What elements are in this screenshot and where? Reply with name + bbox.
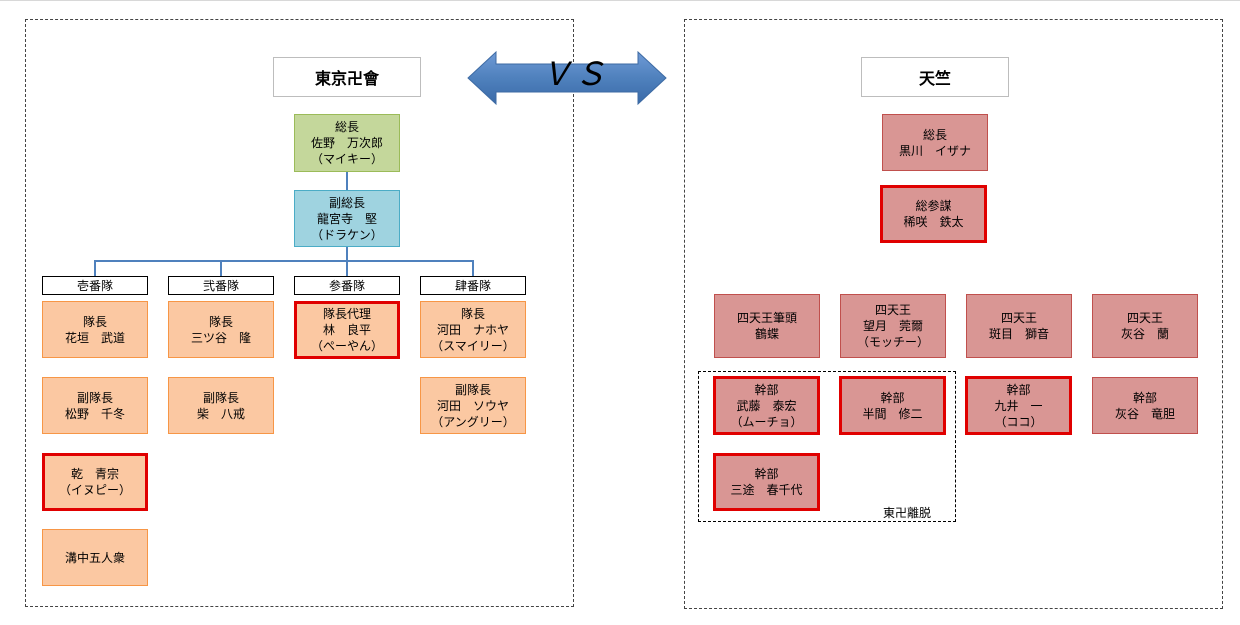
vs-label: ＶＳ (540, 55, 609, 93)
node-shitenno-ran: 四天王 灰谷 蘭 (1092, 294, 1198, 358)
node-label: 幹部 九井 一 （ココ） (994, 382, 1043, 429)
node-d4-vice: 副隊長 河田 ソウヤ （アングリー） (420, 377, 526, 434)
node-d2-vice: 副隊長 柴 八戒 (168, 377, 274, 434)
node-label: 隊長 河田 ナホヤ （スマイリー） (431, 306, 515, 353)
node-label: 溝中五人衆 (64, 550, 125, 565)
tenjiku-panel (684, 19, 1223, 609)
node-kanbu-koko: 幹部 九井 一 （ココ） (965, 376, 1072, 435)
node-kanbu-hanma: 幹部 半間 修二 (839, 376, 946, 435)
node-shitenno-mochi: 四天王 望月 莞爾 （モッチー） (840, 294, 946, 358)
node-label: 副隊長 河田 ソウヤ （アングリー） (431, 382, 515, 429)
node-kanbu-mucho: 幹部 武藤 泰宏 （ムーチョ） (713, 376, 820, 435)
node-label: 四天王 望月 莞爾 （モッチー） (856, 303, 929, 349)
node-label: 副隊長 松野 千冬 (64, 390, 125, 421)
node-d1-inupi: 乾 青宗 （イヌピー） (42, 453, 148, 511)
node-d2-captain: 隊長 三ツ谷 隆 (168, 301, 274, 358)
node-kisaki: 総参謀 稀咲 鉄太 (880, 185, 987, 243)
node-label: 幹部 半間 修二 (862, 390, 923, 421)
connector-bus (94, 260, 473, 262)
connector-sousho-fuku (346, 172, 348, 191)
node-label: 隊長 三ツ谷 隆 (190, 314, 251, 345)
node-label: 隊長 花垣 武道 (64, 314, 125, 345)
tenjiku-title: 天竺 (861, 57, 1009, 97)
connector-drop-3 (346, 260, 348, 276)
node-label: 四天王筆頭 鶴蝶 (736, 311, 797, 341)
connector-drop-4 (472, 260, 474, 276)
group-label: 東卍離脱 (881, 505, 934, 521)
node-label: 総長 佐野 万次郎 （マイキー） (310, 120, 383, 166)
node-label: 総長 黒川 イザナ (898, 127, 971, 158)
node-sousho-mikey: 総長 佐野 万次郎 （マイキー） (294, 114, 400, 172)
tokyo-manji-title: 東京卍會 (273, 57, 421, 97)
node-d1-vice: 副隊長 松野 千冬 (42, 377, 148, 434)
node-label: 幹部 三途 春千代 (730, 467, 803, 497)
connector-fuku-bus (346, 246, 348, 261)
division-header-4: 肆番隊 (420, 276, 526, 295)
node-shitenno-kakucho: 四天王筆頭 鶴蝶 (714, 294, 820, 358)
node-izana: 総長 黒川 イザナ (882, 114, 988, 171)
node-d4-captain: 隊長 河田 ナホヤ （スマイリー） (420, 301, 526, 358)
node-d1-mizochu: 溝中五人衆 (42, 529, 148, 586)
node-label: 幹部 武藤 泰宏 （ムーチョ） (730, 382, 803, 429)
node-label: 隊長代理 林 良平 （ぺーやん） (310, 307, 383, 353)
node-kanbu-sanzu: 幹部 三途 春千代 (713, 453, 820, 511)
division-header-3: 参番隊 (294, 276, 400, 295)
node-label: 総参謀 稀咲 鉄太 (903, 199, 964, 229)
node-fuku-sousho-draken: 副総長 龍宮寺 堅 （ドラケン） (294, 190, 400, 247)
node-d1-captain: 隊長 花垣 武道 (42, 301, 148, 358)
tokyo-manji-panel (25, 19, 574, 607)
node-label: 四天王 灰谷 蘭 (1120, 311, 1169, 341)
node-label: 四天王 斑目 獅音 (988, 311, 1049, 341)
tomanso-defector-group (698, 371, 956, 522)
division-header-2: 弐番隊 (168, 276, 274, 295)
node-label: 幹部 灰谷 竜胆 (1114, 390, 1175, 421)
connector-drop-1 (94, 260, 96, 276)
node-kanbu-rindo: 幹部 灰谷 竜胆 (1092, 377, 1198, 434)
node-label: 乾 青宗 （イヌピー） (58, 467, 131, 497)
connector-drop-2 (220, 260, 222, 276)
top-border (0, 0, 1240, 1)
node-d3-captain: 隊長代理 林 良平 （ぺーやん） (294, 301, 400, 359)
double-arrow-icon (467, 50, 667, 106)
node-shitenno-madarame: 四天王 斑目 獅音 (966, 294, 1072, 358)
division-header-1: 壱番隊 (42, 276, 148, 295)
node-label: 副隊長 柴 八戒 (196, 390, 245, 421)
node-label: 副総長 龍宮寺 堅 （ドラケン） (311, 195, 383, 242)
